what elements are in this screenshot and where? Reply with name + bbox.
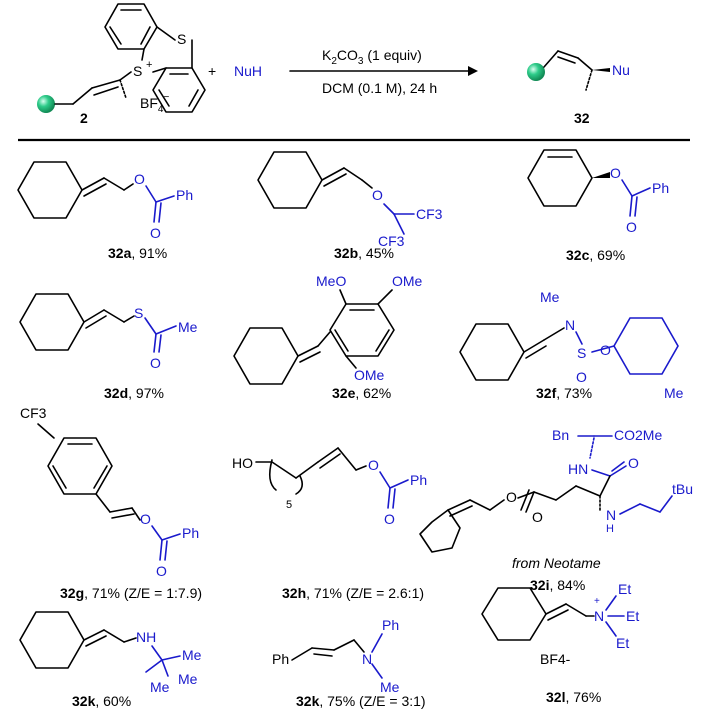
compound-32d: S O Me 32d, 97% xyxy=(19,293,198,401)
reagent-top: K2CO3 (1 equiv) xyxy=(322,47,422,67)
svg-text:O: O xyxy=(150,355,161,371)
svg-text:N: N xyxy=(565,317,575,333)
svg-text:32l, 76%: 32l, 76% xyxy=(546,689,601,705)
svg-text:O: O xyxy=(384,511,395,527)
starting-material-2: S S + BF4− 2 xyxy=(37,3,206,126)
svg-text:CF3: CF3 xyxy=(416,206,443,222)
compound-32h: HO 5 O O Ph 32h, 71% (Z/E = 2.6:1) xyxy=(232,447,427,601)
reaction-arrow: K2CO3 (1 equiv) DCM (0.1 M), 24 h xyxy=(289,47,478,96)
svg-text:OMe: OMe xyxy=(354,367,385,383)
svg-text:N: N xyxy=(606,507,616,523)
compound-32l: + N Et Et Et BF4- 32l, 76% xyxy=(481,581,639,705)
compound-32k-a: NH Me Me Me 32k, 60% xyxy=(19,611,202,709)
svg-text:Ph: Ph xyxy=(410,472,427,488)
plus-sign: + xyxy=(208,63,216,79)
svg-text:Me: Me xyxy=(380,679,400,695)
svg-text:Ph: Ph xyxy=(272,651,289,667)
svg-text:32f, 73%: 32f, 73% xyxy=(536,385,592,401)
svg-text:O: O xyxy=(372,187,383,203)
svg-text:tBu: tBu xyxy=(672,481,693,497)
svg-text:32k, 60%: 32k, 60% xyxy=(72,693,131,709)
svg-text:HN: HN xyxy=(568,461,588,477)
substituent-ball xyxy=(527,63,545,81)
svg-text:Me: Me xyxy=(664,385,684,401)
svg-text:32d, 97%: 32d, 97% xyxy=(104,385,164,401)
svg-text:O: O xyxy=(156,563,167,579)
svg-text:Ph: Ph xyxy=(182,525,199,541)
svg-text:5: 5 xyxy=(286,499,292,511)
svg-text:32e, 62%: 32e, 62% xyxy=(332,385,391,401)
product-nu: Nu xyxy=(612,62,630,78)
svg-text:O: O xyxy=(134,171,145,187)
sulfonium-charge: + xyxy=(146,59,152,71)
svg-text:32b, 45%: 32b, 45% xyxy=(334,245,394,261)
svg-text:O: O xyxy=(576,369,587,385)
svg-text:Ph: Ph xyxy=(176,187,193,203)
svg-text:CF3: CF3 xyxy=(378,233,405,249)
nucleophile: NuH xyxy=(234,63,262,79)
svg-text:Me: Me xyxy=(150,679,170,695)
svg-text:CF3: CF3 xyxy=(20,405,47,421)
counterion: BF4− xyxy=(140,92,169,115)
svg-text:S: S xyxy=(134,305,143,321)
svg-text:N: N xyxy=(362,651,372,667)
compound-32g: CF3 O O Ph 32g, 71% (Z/E = 1:7.9) xyxy=(20,405,202,601)
svg-text:Ph: Ph xyxy=(652,180,669,196)
svg-text:O: O xyxy=(610,165,621,181)
svg-text:Et: Et xyxy=(616,635,629,651)
svg-text:32h, 71% (Z/E = 2.6:1): 32h, 71% (Z/E = 2.6:1) xyxy=(282,585,424,601)
svg-text:Me: Me xyxy=(178,319,198,335)
svg-text:HO: HO xyxy=(232,455,253,471)
svg-text:32k, 75% (Z/E = 3:1): 32k, 75% (Z/E = 3:1) xyxy=(296,693,426,709)
svg-text:Me: Me xyxy=(182,647,202,663)
svg-text:MeO: MeO xyxy=(316,273,346,289)
product-32: Nu 32 xyxy=(527,50,630,126)
compound-32c: O O Ph 32c, 69% xyxy=(527,149,669,263)
compound-32e: MeO OMe OMe 32e, 62% xyxy=(233,273,423,401)
compound-32k-b: Ph N Ph Me 32k, 75% (Z/E = 3:1) xyxy=(272,617,426,709)
svg-text:32i, 84%: 32i, 84% xyxy=(530,577,585,593)
svg-text:BF4-: BF4- xyxy=(540,651,571,667)
svg-text:O: O xyxy=(150,225,161,241)
svg-text:O: O xyxy=(532,509,543,525)
svg-text:Et: Et xyxy=(618,581,631,597)
svg-text:+: + xyxy=(594,596,600,607)
svg-text:O: O xyxy=(628,455,639,471)
substituent-ball xyxy=(37,95,55,113)
svg-text:32a, 91%: 32a, 91% xyxy=(108,245,167,261)
svg-text:NH: NH xyxy=(136,629,156,645)
svg-text:from Neotame: from Neotame xyxy=(512,555,601,571)
reagent-bottom: DCM (0.1 M), 24 h xyxy=(322,80,437,96)
ring-sulfur: S xyxy=(177,31,186,47)
sulfonium-sulfur: S xyxy=(133,63,142,79)
svg-text:O: O xyxy=(600,342,611,358)
svg-text:Me: Me xyxy=(178,671,198,687)
svg-text:O: O xyxy=(626,219,637,235)
compound-32i: Bn CO2Me HN O O O N H tBu from Neotame 3… xyxy=(419,427,693,593)
product-label: 32 xyxy=(574,110,590,126)
svg-text:OMe: OMe xyxy=(392,273,423,289)
svg-text:Bn: Bn xyxy=(552,427,569,443)
svg-text:O: O xyxy=(506,489,517,505)
compound-32b: O CF3 CF3 32b, 45% xyxy=(257,151,443,261)
svg-text:O: O xyxy=(140,511,151,527)
compound-32a: O O Ph 32a, 91% xyxy=(17,161,193,261)
svg-text:CO2Me: CO2Me xyxy=(614,427,662,443)
svg-text:Et: Et xyxy=(626,608,639,624)
svg-text:32c, 69%: 32c, 69% xyxy=(566,247,625,263)
svg-text:O: O xyxy=(368,457,379,473)
svg-text:32g, 71% (Z/E = 1:7.9): 32g, 71% (Z/E = 1:7.9) xyxy=(60,585,202,601)
svg-text:Me: Me xyxy=(540,289,560,305)
svg-text:H: H xyxy=(606,523,614,535)
svg-text:Ph: Ph xyxy=(382,617,399,633)
svg-text:S: S xyxy=(577,345,586,361)
svg-text:N: N xyxy=(594,608,604,624)
start-label: 2 xyxy=(80,110,88,126)
compound-32f: Me N S O O Me 32f, 73% xyxy=(459,289,684,401)
